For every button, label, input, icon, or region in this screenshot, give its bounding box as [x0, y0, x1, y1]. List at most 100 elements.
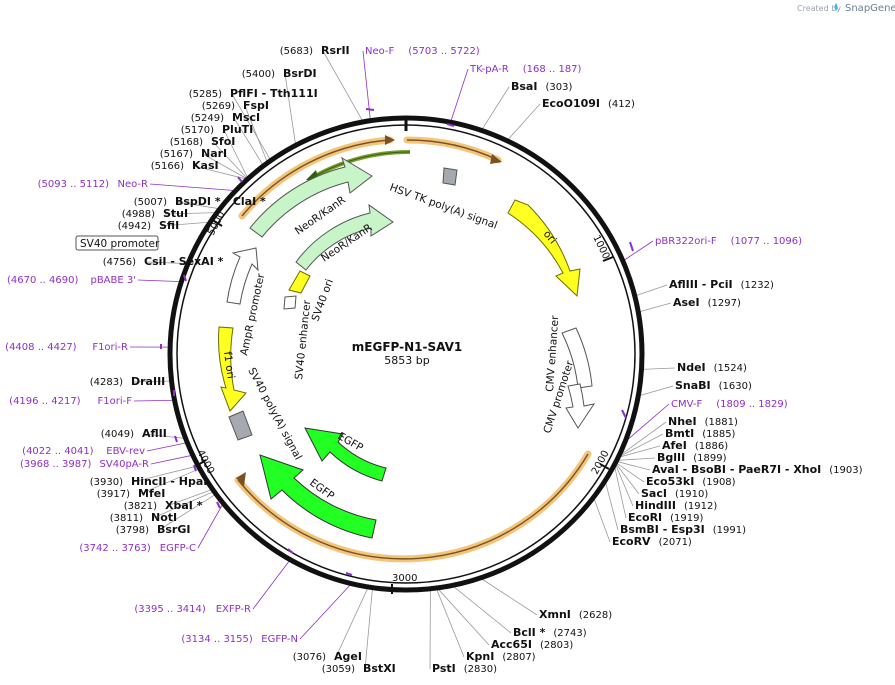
enzyme-site-psti[interactable]: PstI(2830) [432, 662, 497, 675]
enzyme-position: (5168) [170, 137, 203, 148]
primer-site-sv40par[interactable]: SV40pA-R(3968 .. 3987) [20, 459, 149, 470]
enzyme-leader-line [223, 129, 249, 179]
primer-site-egfpn[interactable]: EGFP-N(3134 .. 3155) [181, 634, 298, 645]
enzyme-site-fspi[interactable]: (5269)FspI [202, 99, 269, 112]
enzyme-site-pflfi[interactable]: (5285)PflFI - Tth111I [189, 87, 318, 100]
primer-leader-line [150, 454, 193, 465]
primer-name: Neo-F [365, 46, 395, 57]
enzyme-site-bcli[interactable]: BclI *(2743) [513, 626, 587, 639]
feature-f1-ori[interactable] [218, 326, 247, 412]
enzyme-site-xbai[interactable]: (3821)XbaI * [124, 499, 203, 512]
enzyme-leader-line [616, 457, 656, 461]
primer-leader-line [299, 583, 352, 640]
feature-egfp-outer[interactable] [259, 454, 377, 539]
snapgene-brand: SnapGene [845, 3, 895, 14]
primer-name: EXFP-R [216, 604, 251, 615]
enzyme-site-acc65i[interactable]: Acc65I(2803) [491, 638, 573, 651]
enzyme-site-bsrgi[interactable]: (3798)BsrGI [116, 523, 191, 536]
enzyme-site-ecori[interactable]: EcoRI(1919) [628, 511, 704, 524]
enzyme-site-avai[interactable]: AvaI - BsoBI - PaeR7I - XhoI(1903) [652, 463, 863, 476]
enzyme-site-sfoi[interactable]: (5168)SfoI [170, 135, 236, 148]
feature-ori[interactable] [507, 199, 581, 298]
enzyme-site-bstxi[interactable]: (3059)BstXI [322, 662, 396, 675]
primer-site-ebvrev[interactable]: EBV-rev(4022 .. 4041) [22, 446, 145, 457]
enzyme-name: BsrDI [283, 67, 317, 80]
enzyme-position: (3811) [110, 513, 143, 524]
enzyme-leader-line [435, 587, 465, 658]
enzyme-name: NdeI [677, 361, 706, 374]
primer-site-f1orir[interactable]: F1ori-R (4408 .. 4427) [5, 342, 128, 353]
enzyme-name: AflIII - PciI [669, 278, 733, 291]
enzyme-name: AseI [673, 296, 700, 309]
enzyme-site-ecoo109i[interactable]: EcoO109I(412) [542, 97, 635, 110]
primer-site-pbabe3[interactable]: pBABE 3'(4670 .. 4690) [7, 275, 136, 286]
enzyme-site-msci[interactable]: (5249)MscI [191, 111, 260, 124]
enzyme-site-nhei[interactable]: NheI(1881) [668, 415, 738, 428]
enzyme-site-bsmbi[interactable]: BsmBI - Esp3I(1991) [620, 523, 746, 536]
primer-site-neor[interactable]: Neo-R(5093 .. 5112) [38, 179, 148, 190]
enzyme-position: (2803) [540, 640, 573, 651]
enzyme-site-bglii[interactable]: BglII(1899) [657, 451, 727, 464]
primer-name: Neo-R [118, 179, 149, 190]
enzyme-leader-line [231, 93, 272, 161]
enzyme-site-rsrii[interactable]: (5683)RsrII [280, 44, 350, 57]
enzyme-site-ndei[interactable]: NdeI(1524) [677, 361, 747, 374]
enzyme-site-stui[interactable]: (4988)StuI [122, 207, 188, 220]
enzyme-position: (1886) [695, 441, 728, 452]
enzyme-leader-line [233, 117, 264, 167]
feature-hsv-tk-polya[interactable] [442, 167, 458, 186]
primer-site-egfpc[interactable]: EGFP-C(3742 .. 3763) [79, 543, 196, 554]
enzyme-site-nari[interactable]: (5167)NarI [160, 147, 227, 160]
enzyme-site-pluti[interactable]: (5170)PluTI [181, 123, 254, 136]
enzyme-site-mfei[interactable]: (3917)MfeI [97, 487, 166, 500]
enzyme-site-ecorv[interactable]: EcoRV(2071) [612, 535, 692, 548]
enzyme-leader-line [614, 463, 634, 507]
enzyme-site-afliii[interactable]: AflIII - PciI(1232) [669, 278, 774, 291]
enzyme-site-csii[interactable]: (4756)CsiI - SexAI * [103, 255, 224, 268]
enzyme-site-aflii[interactable]: (4049)AflII [101, 427, 167, 440]
enzyme-position: (2743) [553, 628, 586, 639]
enzyme-position: (1903) [829, 465, 862, 476]
feature-egfp-inner[interactable] [304, 427, 387, 482]
enzyme-site-hincii[interactable]: (3930)HincII - HpaI [90, 475, 208, 488]
enzyme-site-bsrdi[interactable]: (5400)BsrDI [242, 67, 317, 80]
primer-range: (4196 .. 4217) [9, 396, 81, 407]
enzyme-site-hindiii[interactable]: HindIII(1912) [635, 499, 717, 512]
enzyme-site-sfii[interactable]: (4942)SfiI [118, 219, 179, 232]
enzyme-site-saci[interactable]: SacI(1910) [641, 487, 708, 500]
feature-label-cmv-enhancer: CMV enhancer [544, 315, 561, 393]
enzyme-site-kasi[interactable]: (5166)KasI [151, 159, 219, 172]
enzyme-site-asei[interactable]: AseI(1297) [673, 296, 741, 309]
site-labels: (5683)RsrII (5400)BsrDI (5285)PflFI - Tth1… [5, 44, 862, 675]
enzyme-site-bmti[interactable]: BmtI(1885) [665, 427, 736, 440]
primer-site-exfpr[interactable]: EXFP-R(3395 .. 3414) [134, 604, 251, 615]
enzyme-site-afei[interactable]: AfeI(1886) [662, 439, 728, 452]
enzyme-leader-line [618, 433, 664, 458]
enzyme-site-xmni[interactable]: XmnI(2628) [539, 608, 612, 621]
enzyme-site-kpni[interactable]: KpnI(2807) [466, 650, 536, 663]
enzyme-site-draiii[interactable]: (4283)DraIII [90, 375, 166, 388]
primer-site-neof[interactable]: Neo-F(5703 .. 5722) [365, 46, 480, 57]
feature-sv40-ori[interactable] [288, 270, 311, 294]
primer-range: (4408 .. 4427) [5, 342, 77, 353]
feature-sv40-enhancer[interactable] [283, 295, 297, 310]
primer-site-f1orif[interactable]: F1ori-F(4196 .. 4217) [9, 396, 132, 407]
primer-site-pbr322orif[interactable]: pBR322ori-F(1077 .. 1096) [655, 236, 802, 247]
enzyme-site-eco53ki[interactable]: Eco53kI(1908) [646, 475, 736, 488]
feature-cmv-promoter[interactable] [565, 383, 596, 429]
enzyme-site-agei[interactable]: (3076)AgeI [293, 650, 362, 663]
sv40-promoter-label-box [75, 235, 159, 251]
enzyme-site-bsai[interactable]: BsaI(303) [511, 80, 572, 93]
enzyme-position: (4283) [90, 377, 123, 388]
enzyme-site-bspdi[interactable]: (5007)BspDI * - ClaI * [134, 195, 266, 208]
enzyme-site-noti[interactable]: (3811)NotI [110, 511, 177, 524]
feature-ampr-promoter[interactable] [226, 247, 259, 305]
enzyme-name: BsaI [511, 80, 537, 93]
enzyme-site-snabi[interactable]: SnaBI(1630) [675, 379, 752, 392]
feature-neo-inner[interactable] [295, 203, 394, 271]
primer-site-tkpar[interactable]: TK-pA-R(168 .. 187) [469, 64, 582, 75]
feature-sv40-polya[interactable] [228, 410, 253, 441]
feature-neo-outer[interactable] [249, 156, 373, 238]
primer-site-cmvf[interactable]: CMV-F(1809 .. 1829) [671, 399, 788, 410]
primer-name: F1ori-R [92, 342, 128, 353]
